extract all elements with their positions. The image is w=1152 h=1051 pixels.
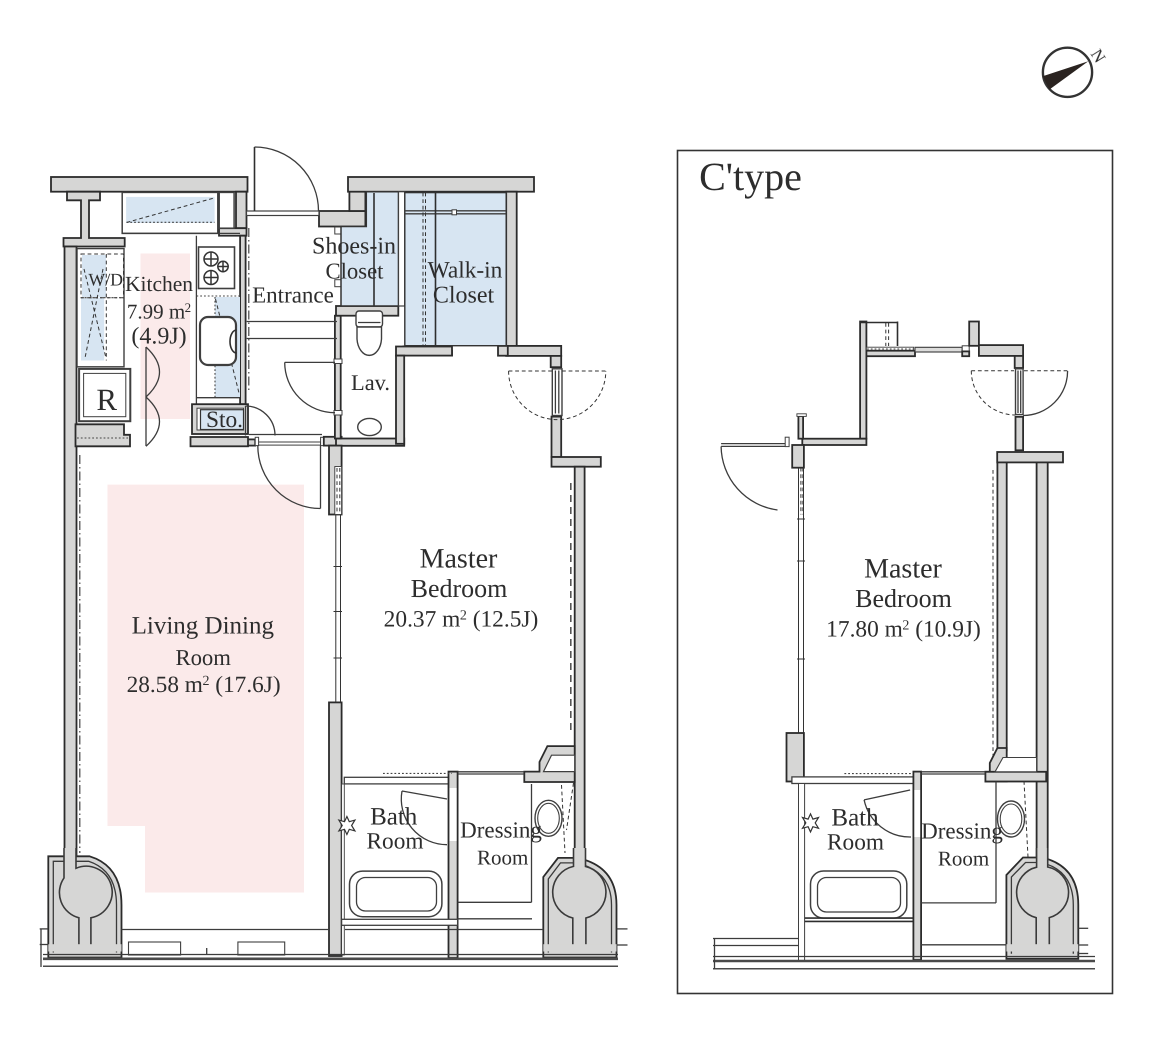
svg-text:Bedroom: Bedroom	[411, 574, 508, 603]
svg-text:Bath: Bath	[831, 805, 879, 832]
svg-text:Room: Room	[175, 645, 231, 670]
svg-text:W/D: W/D	[88, 270, 123, 290]
svg-text:Bath: Bath	[370, 803, 418, 830]
svg-text:Dressing: Dressing	[921, 819, 1003, 844]
svg-text:R: R	[96, 382, 117, 417]
svg-text:Entrance: Entrance	[252, 283, 334, 308]
svg-text:Dressing: Dressing	[460, 818, 542, 843]
svg-text:Room: Room	[477, 845, 528, 869]
svg-text:Sto.: Sto.	[206, 407, 243, 433]
svg-text:Master: Master	[420, 544, 498, 575]
svg-text:Closet: Closet	[433, 283, 495, 309]
svg-text:Walk-in: Walk-in	[428, 258, 503, 284]
svg-text:Living Dining: Living Dining	[132, 613, 275, 640]
svg-text:Closet: Closet	[326, 259, 385, 284]
svg-text:Lav.: Lav.	[351, 370, 390, 395]
svg-text:Shoes-in: Shoes-in	[312, 234, 396, 260]
svg-text:20.37 m2 (12.5J): 20.37 m2 (12.5J)	[384, 607, 539, 633]
svg-text:Bedroom: Bedroom	[855, 584, 952, 613]
svg-text:Kitchen: Kitchen	[125, 272, 193, 296]
svg-text:7.99 m2: 7.99 m2	[127, 300, 191, 324]
svg-text:Room: Room	[827, 830, 884, 856]
svg-text:C'type: C'type	[699, 154, 802, 199]
svg-text:Master: Master	[864, 554, 942, 585]
svg-text:Room: Room	[367, 828, 424, 854]
svg-text:(4.9J): (4.9J)	[131, 324, 186, 350]
svg-text:Room: Room	[938, 847, 989, 871]
